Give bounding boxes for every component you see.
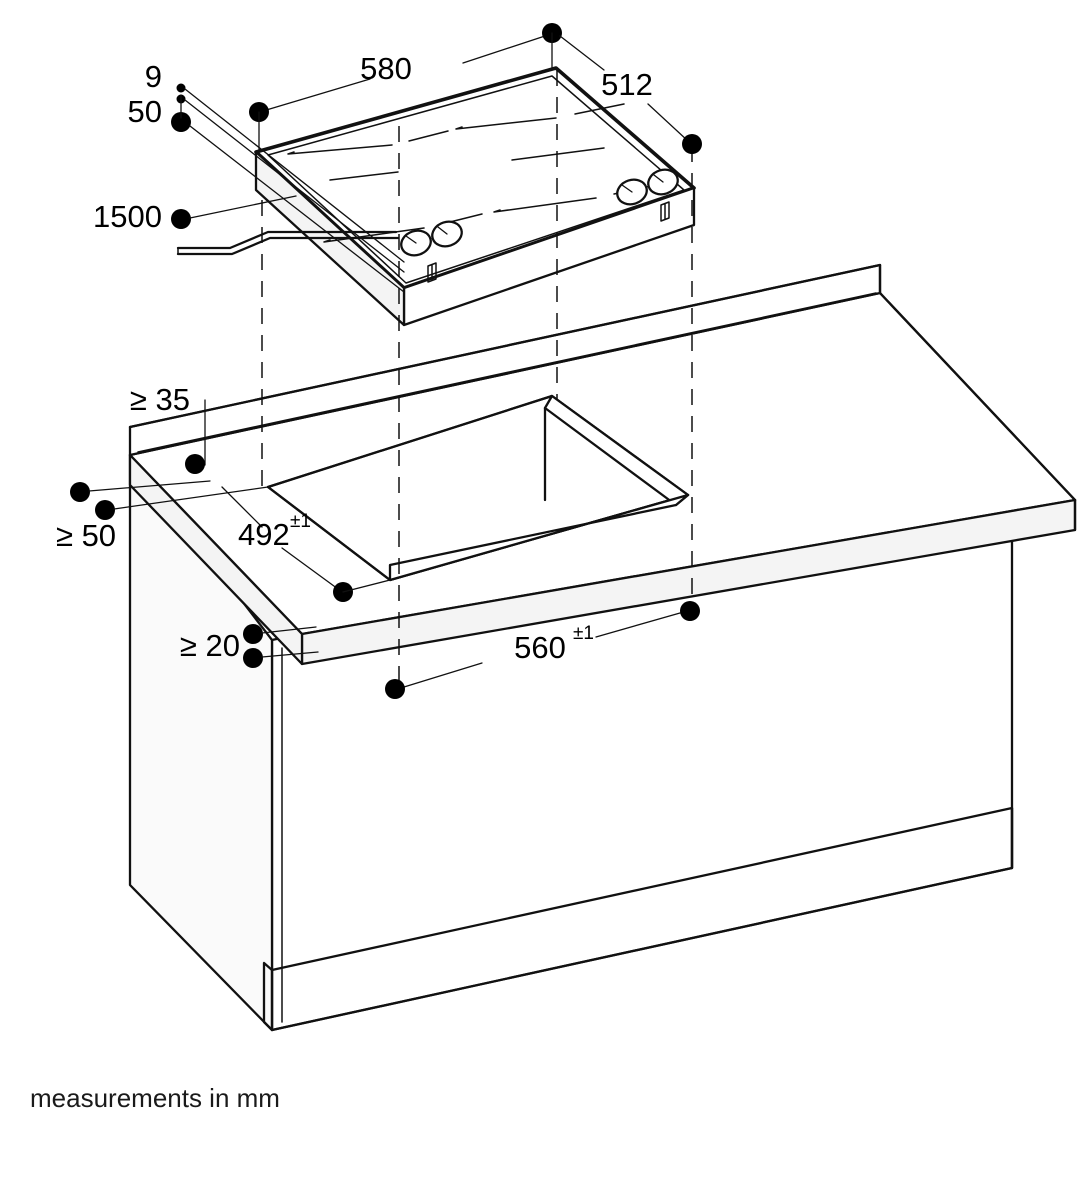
dimension-min50-dot-lower xyxy=(95,500,115,520)
dimension-9-leader-lower xyxy=(184,99,405,273)
cabinet-plinth-left-notch xyxy=(262,961,274,1032)
dimension-560-tolerance: ±1 xyxy=(573,623,594,644)
dimension-min35-dot xyxy=(185,454,205,474)
dimension-min20-label: ≥ 20 xyxy=(180,628,240,663)
dimension-min50: ≥ 50 xyxy=(56,480,269,553)
control-knob-1-pointer xyxy=(405,235,417,244)
dimension-560-leader-right xyxy=(595,612,681,638)
dimension-9-leader-upper xyxy=(184,88,405,263)
vent-slot-left xyxy=(427,262,437,283)
dimension-min20: ≥ 20 xyxy=(180,624,319,668)
dimension-9-label: 9 xyxy=(145,59,162,94)
dimension-min50-dot-upper xyxy=(70,482,90,502)
measurement-unit-caption: measurements in mm xyxy=(30,1083,280,1113)
dimension-50-label: 50 xyxy=(128,94,162,129)
dimension-min35: ≥ 35 xyxy=(130,382,206,474)
vent-slots xyxy=(427,201,670,283)
worktop-rear-right-return xyxy=(878,291,1077,502)
dimension-50-leader xyxy=(189,125,405,293)
dimension-min35-label: ≥ 35 xyxy=(130,382,190,417)
dimension-560-dot-left xyxy=(385,679,405,699)
projection-lines xyxy=(261,70,693,690)
dimension-1500: 1500 xyxy=(93,195,297,234)
dimension-560-dot-right xyxy=(680,601,700,621)
dimension-min20-dot-lower xyxy=(243,648,263,668)
dimension-50-dot xyxy=(171,112,191,132)
dimension-580-leader-right xyxy=(462,34,549,64)
dimension-560: 560 ±1 xyxy=(385,601,700,699)
cooking-zone-rear-left xyxy=(287,130,449,155)
dimension-1500-label: 1500 xyxy=(93,199,162,234)
cooking-zone-rear-right xyxy=(455,103,625,130)
dimension-580-label: 580 xyxy=(360,51,412,86)
cooking-zone-divider-rear xyxy=(329,171,399,181)
cooktop xyxy=(176,66,696,327)
dimension-580-leader-left xyxy=(262,78,371,112)
dimension-512-leader-bottom xyxy=(647,103,689,142)
dimension-min20-leader-lower xyxy=(261,651,319,658)
dimension-9-dot-upper xyxy=(176,83,186,93)
cutout-inner-right-wall xyxy=(388,493,690,582)
dimension-min50-leader-upper xyxy=(88,480,211,492)
dimension-492-leader-lower xyxy=(281,547,339,590)
control-knob-3-pointer xyxy=(621,184,633,193)
dimension-1500-leader xyxy=(189,195,297,219)
worktop xyxy=(128,263,1077,666)
dimension-512: 512 xyxy=(559,35,702,154)
worktop-cutout xyxy=(266,394,690,582)
worktop-backsplash-inner-line xyxy=(137,292,877,453)
control-knobs-right[interactable] xyxy=(614,166,681,208)
dimension-9: 9 xyxy=(145,59,405,273)
dimension-min50-leader-lower xyxy=(113,486,269,510)
worktop-backsplash-top xyxy=(128,263,882,429)
dimension-580: 580 xyxy=(249,23,562,153)
dimension-560-label: 560 xyxy=(514,630,566,665)
dimension-492-label: 492 xyxy=(238,517,290,552)
dimension-min20-dot-upper xyxy=(243,624,263,644)
dimension-492-leader-upper xyxy=(221,486,263,528)
dimension-492-tie xyxy=(342,579,391,593)
dimension-512-dot-bottom xyxy=(682,134,702,154)
dimension-1500-dot xyxy=(171,209,191,229)
control-knobs-left[interactable] xyxy=(398,218,465,259)
dimension-50: 50 xyxy=(128,94,405,293)
vent-slot-right xyxy=(660,201,670,222)
dimension-min20-leader-upper xyxy=(261,626,317,634)
dimension-512-leader-top xyxy=(559,35,605,71)
cooktop-glass-bevel xyxy=(267,75,685,284)
cooking-zone-divider-front xyxy=(511,147,605,161)
dimension-512-label: 512 xyxy=(601,67,653,102)
dimension-492-tolerance: ±1 xyxy=(290,511,311,532)
worktop-left-edge xyxy=(128,453,304,666)
dimension-annotations: 580 512 9 50 xyxy=(56,23,702,699)
dimension-560-leader-left xyxy=(403,662,483,688)
dimension-min50-label: ≥ 50 xyxy=(56,518,116,553)
control-knob-2-pointer xyxy=(437,226,448,235)
dimension-492: 492 ±1 xyxy=(221,486,391,602)
power-cable-outline xyxy=(176,230,398,250)
control-knob-4-pointer xyxy=(653,174,664,183)
